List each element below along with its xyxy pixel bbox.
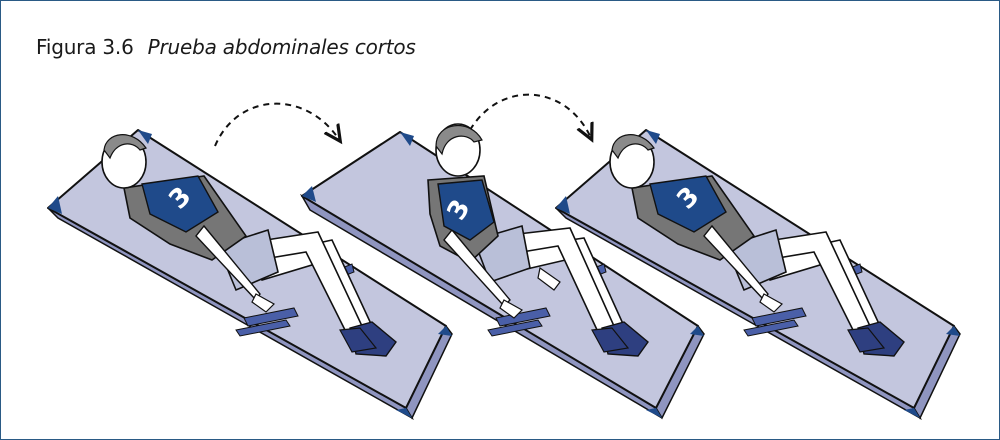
mat-corner [646, 130, 660, 144]
student-figure: 3 [427, 123, 649, 357]
mat-corner [556, 196, 570, 214]
panel-start-position: 3 [47, 129, 453, 421]
mat-corner [396, 408, 412, 418]
mat-corner [904, 408, 920, 418]
panel-crunch-position: 3 [299, 123, 705, 420]
mat-corner [48, 196, 62, 214]
mat-corner [690, 326, 704, 336]
motion-arrow-2 [469, 93, 590, 136]
motion-arrow-1 [214, 102, 338, 147]
mat-corner [302, 186, 316, 202]
student-figure: 3 [609, 134, 905, 357]
mat-corner [946, 326, 960, 336]
measurement-tape [743, 263, 863, 337]
figure-caption: Figura 3.6 Prueba abdominales cortos [36, 35, 416, 59]
mat-corner [400, 132, 414, 146]
panel-return-position: 3 [555, 129, 961, 421]
student-figure: 3 [101, 134, 397, 357]
mat-corner [646, 408, 662, 418]
mat-corner [438, 326, 452, 336]
figure-number: Figura 3.6 [36, 35, 134, 59]
figure-title: Prueba abdominales cortos [147, 35, 416, 59]
mat-corner [138, 130, 152, 144]
